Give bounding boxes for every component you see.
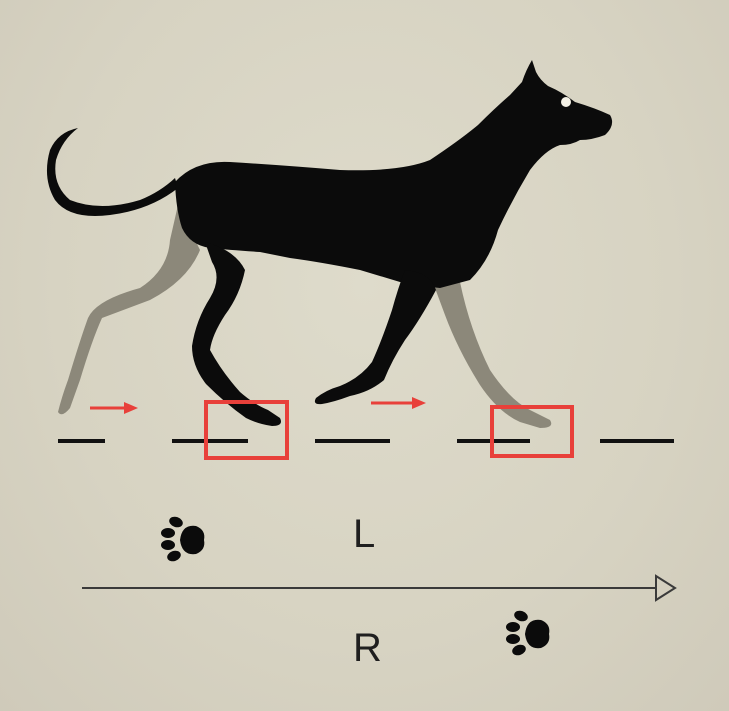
left-side-label: L	[353, 512, 376, 556]
right-side-label: R	[353, 626, 382, 670]
dog-tail	[46, 128, 179, 216]
dog-body	[175, 60, 613, 288]
paw-print-icon	[506, 610, 550, 656]
paw-print-icon	[161, 516, 205, 562]
highlight-boxes	[204, 400, 574, 460]
far-fore-leg	[432, 280, 552, 428]
highlight-box-hind-paw	[204, 400, 289, 460]
highlight-box-fore-paw	[490, 405, 574, 458]
arrow-right-icon	[655, 574, 677, 602]
dog-silhouette	[46, 60, 613, 426]
dog-hind-leg	[192, 242, 281, 426]
dog-eye	[561, 97, 571, 107]
arrow-right-icon	[90, 402, 138, 414]
arrow-right-icon	[371, 397, 426, 409]
motion-arrows	[90, 397, 426, 414]
direction-axis	[82, 574, 677, 602]
far-hind-leg	[58, 205, 200, 415]
dog-fore-leg	[314, 270, 436, 405]
